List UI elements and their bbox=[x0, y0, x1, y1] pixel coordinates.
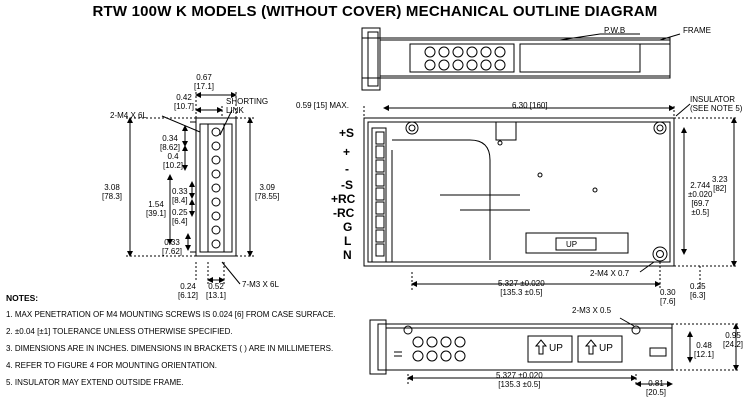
dim-0.42: 0.42[10.7] bbox=[174, 93, 195, 111]
dim-0.59-max: 0.59 [15] MAX. bbox=[296, 101, 349, 110]
up-arrow-icon-2 bbox=[584, 339, 598, 355]
terminal-screws bbox=[211, 127, 221, 249]
dim-2.744: 2.744±0.020[69.7±0.5] bbox=[688, 181, 713, 217]
dim-0.4: 0.4[10.2] bbox=[163, 152, 184, 170]
pin-minus-rc: -RC bbox=[333, 206, 355, 220]
vent-circles bbox=[412, 336, 466, 362]
up-label-1: UP bbox=[549, 343, 563, 354]
dim-3.08: 3.08[78.3] bbox=[102, 183, 123, 201]
dim-0.33b: 0.33[7.62] bbox=[162, 238, 183, 256]
m3-screw-label: 7-M3 X 6L bbox=[242, 280, 279, 289]
dim-0.48: 0.48[12.1] bbox=[694, 341, 715, 359]
side-view bbox=[126, 92, 254, 286]
pin-minus-s: -S bbox=[341, 178, 353, 192]
pin-blocks bbox=[375, 131, 385, 257]
up-label-front: UP bbox=[566, 240, 578, 249]
component-circles bbox=[424, 46, 506, 71]
dim-3.09: 3.09[78.55] bbox=[255, 183, 280, 201]
pin-plus-rc: +RC bbox=[331, 192, 356, 206]
frame-label: FRAME bbox=[683, 26, 711, 35]
note-2: 2. ±0.04 [±1] TOLERANCE UNLESS OTHERWISE… bbox=[6, 327, 233, 336]
dim-0.25-front: 0.25[6.3] bbox=[690, 282, 706, 300]
note-3: 3. DIMENSIONS ARE IN INCHES. DIMENSIONS … bbox=[6, 344, 334, 353]
dim-5.327-front: 5.327 ±0.020[135.3 ±0.5] bbox=[498, 279, 545, 297]
dim-0.33a: 0.33[8.4] bbox=[172, 187, 188, 205]
dim-5.327-bottom: 5.327 ±0.020[135.3 ±0.5] bbox=[496, 371, 543, 389]
dim-0.67: 0.67[17.1] bbox=[194, 73, 215, 91]
note-1: 1. MAX PENETRATION OF M4 MOUNTING SCREWS… bbox=[6, 310, 336, 319]
notes-heading: NOTES: bbox=[6, 293, 39, 303]
up-label-2: UP bbox=[599, 343, 613, 354]
dim-6.30: 6.30 [160] bbox=[512, 101, 548, 110]
m4-thread-label: 2-M4 X 0.7 bbox=[590, 269, 630, 278]
bottom-view bbox=[369, 317, 740, 387]
note-4: 4. REFER TO FIGURE 4 FOR MOUNTING ORIENT… bbox=[6, 361, 217, 370]
pwb-label: P.W.B bbox=[604, 26, 626, 35]
pin-minus: - bbox=[345, 162, 349, 176]
pin-plus-s: +S bbox=[339, 126, 355, 140]
dim-0.24: 0.24[6.12] bbox=[178, 282, 199, 300]
dim-0.25: 0.25[6.4] bbox=[172, 208, 188, 226]
pin-g: G bbox=[343, 220, 353, 234]
dim-0.81: 0.81[20.5] bbox=[646, 379, 667, 397]
terminal-block bbox=[199, 123, 233, 253]
pin-plus: + bbox=[343, 145, 351, 159]
component-row bbox=[409, 43, 515, 73]
diagram-title: RTW 100W K MODELS (WITHOUT COVER) MECHAN… bbox=[92, 3, 658, 20]
m4-screw-label: 2-M4 X 6L bbox=[110, 111, 147, 120]
dim-1.54: 1.54[39.1] bbox=[146, 200, 167, 218]
pin-l: L bbox=[344, 234, 352, 248]
side-body bbox=[195, 117, 237, 257]
pin-n: N bbox=[343, 248, 352, 262]
dim-0.30: 0.30[7.6] bbox=[660, 288, 676, 306]
note-5: 5. INSULATOR MAY EXTEND OUTSIDE FRAME. bbox=[6, 378, 184, 387]
insulator-label: INSULATOR(SEE NOTE 5) bbox=[690, 95, 743, 113]
dim-0.95: 0.95[24.2] bbox=[723, 331, 744, 349]
dim-0.34: 0.34[8.62] bbox=[160, 134, 181, 152]
up-arrow-icon-1 bbox=[534, 339, 548, 355]
top-view bbox=[361, 27, 681, 91]
dim-0.52: 0.52[13.1] bbox=[206, 282, 227, 300]
front-view bbox=[363, 103, 738, 290]
m3-thread-label: 2-M3 X 0.5 bbox=[572, 306, 612, 315]
dim-3.23: 3.23[82] bbox=[712, 175, 728, 193]
